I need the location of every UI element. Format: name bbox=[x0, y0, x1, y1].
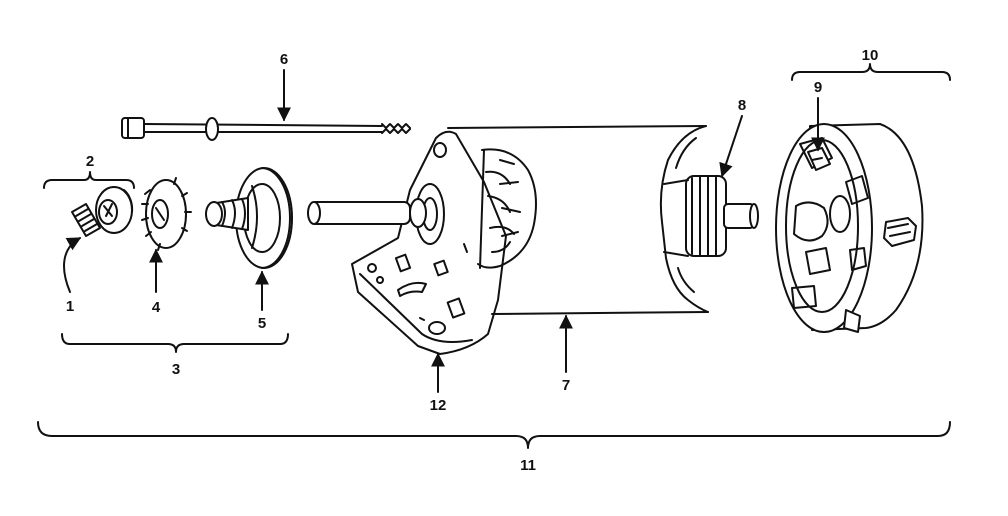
label-8: 8 bbox=[738, 97, 746, 114]
label-4: 4 bbox=[152, 299, 161, 316]
label-9: 9 bbox=[814, 79, 822, 96]
label-6: 6 bbox=[280, 51, 288, 68]
part-1-roll-pin bbox=[71, 203, 101, 237]
part-6-through-bolt bbox=[121, 117, 411, 141]
label-5: 5 bbox=[258, 315, 266, 332]
part-10-commutator-end-cap bbox=[775, 123, 924, 333]
leader-arrow-8 bbox=[719, 115, 743, 178]
label-12: 12 bbox=[430, 397, 447, 414]
part-8-commutator bbox=[663, 175, 759, 257]
part-4-pinion-gear bbox=[141, 177, 192, 251]
part-2-stop-nut bbox=[95, 186, 134, 234]
label-2: 2 bbox=[86, 153, 94, 170]
bracket-2 bbox=[43, 171, 135, 189]
part-7-frame-housing bbox=[307, 125, 709, 315]
leader-arrow-1 bbox=[63, 237, 82, 293]
label-3: 3 bbox=[172, 361, 180, 378]
label-10: 10 bbox=[862, 47, 879, 64]
label-11: 11 bbox=[520, 457, 536, 474]
label-7: 7 bbox=[562, 377, 570, 394]
bracket-11 bbox=[37, 421, 951, 449]
bracket-10 bbox=[791, 63, 951, 81]
label-1: 1 bbox=[66, 298, 74, 315]
bracket-3 bbox=[61, 333, 289, 353]
part-5-drive-assembly bbox=[205, 167, 293, 269]
